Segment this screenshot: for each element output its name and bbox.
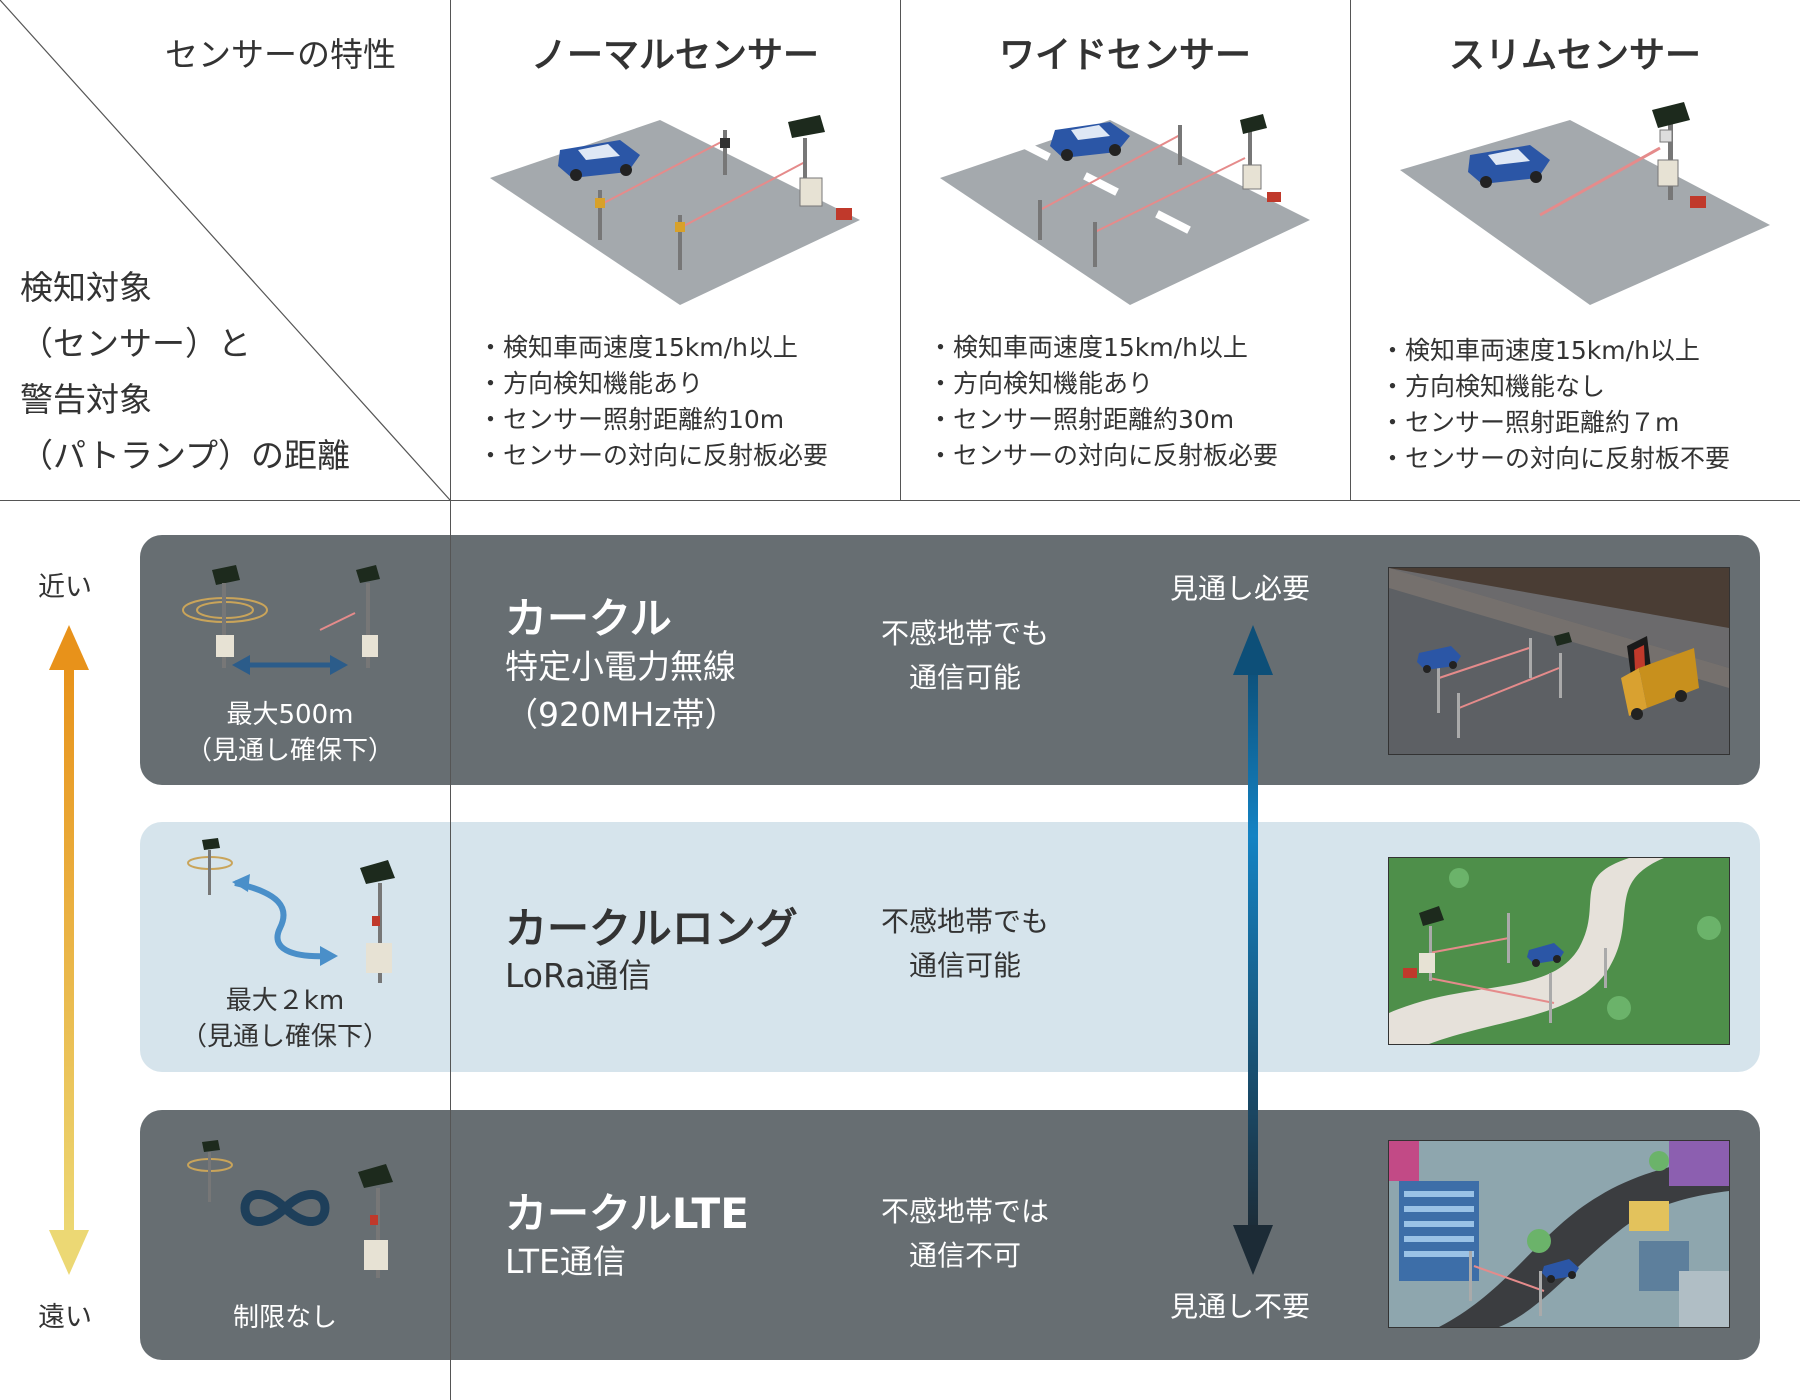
product-comm-carkuru-long: LoRa通信 xyxy=(505,952,651,1000)
sensor-title-normal: ノーマルセンサー xyxy=(530,35,819,76)
sensor-title-wide: ワイドセンサー xyxy=(998,35,1251,76)
wide-sensor-illustration xyxy=(940,114,1310,305)
los-not-required-label: 見通し不要 xyxy=(1170,1290,1311,1323)
range-line: （見通し確保下） xyxy=(185,736,394,766)
near-label: 近い xyxy=(38,572,92,603)
corner-line: （センサー）と xyxy=(20,324,251,363)
carkuru-range: 最大500m （見通し確保下） xyxy=(170,697,410,769)
feature-item: ・方向検知機能あり xyxy=(478,369,704,398)
slim-sensor-illustration xyxy=(1400,102,1770,305)
feature-item: ・センサー照射距離約30m xyxy=(928,405,1235,434)
col-divider-2 xyxy=(900,0,901,500)
carkuru-lte-range-icon xyxy=(187,1140,393,1278)
far-label: 遠い xyxy=(38,1302,92,1333)
product-name-carkuru-lte: カークルLTE xyxy=(505,1189,749,1238)
corner-line: （パトランプ）の距離 xyxy=(20,436,350,475)
comm-line: LTE通信 xyxy=(505,1242,626,1281)
corner-header-distance: 検知対象 （センサー）と 警告対象 （パトランプ）の距離 xyxy=(20,260,350,484)
sensor-title-slim: スリムセンサー xyxy=(1448,35,1701,76)
truck-icon xyxy=(1621,648,1699,720)
header-divider xyxy=(0,500,1800,501)
scene-winding-road-park xyxy=(1388,857,1730,1045)
note-line: 通信可能 xyxy=(908,949,1021,982)
comm-line: （920MHz帯） xyxy=(505,695,738,734)
col-divider-3 xyxy=(1350,0,1351,500)
wide-sensor-features: ・検知車両速度15km/h以上 ・方向検知機能あり ・センサー照射距離約30m … xyxy=(928,330,1278,474)
normal-sensor-features: ・検知車両速度15km/h以上 ・方向検知機能あり ・センサー照射距離約10m … xyxy=(478,330,828,474)
range-line: （見通し確保下） xyxy=(180,1022,389,1052)
note-line: 通信不可 xyxy=(908,1239,1021,1272)
car-icon xyxy=(1050,122,1130,161)
corner-diagonal xyxy=(0,0,451,501)
note-line: 不感地帯でも xyxy=(880,617,1049,650)
range-line: 制限なし xyxy=(232,1303,337,1333)
feature-item: ・検知車両速度15km/h以上 xyxy=(478,333,798,362)
scene-city-road xyxy=(1388,1140,1730,1328)
comm-line: LoRa通信 xyxy=(505,956,652,995)
carkuru-long-range-icon xyxy=(187,838,395,983)
range-line: 最大２km xyxy=(225,986,345,1016)
car-icon xyxy=(558,140,640,181)
note-carkuru-lte: 不感地帯では 通信不可 xyxy=(855,1190,1075,1278)
band-col-divider xyxy=(450,535,451,1367)
infinity-icon xyxy=(240,1190,330,1226)
note-line: 不感地帯では xyxy=(880,1195,1049,1228)
feature-item: ・センサー照射距離約10m xyxy=(478,405,785,434)
feature-item: ・検知車両速度15km/h以上 xyxy=(1380,336,1700,365)
note-line: 通信可能 xyxy=(908,661,1021,694)
car-icon xyxy=(1468,145,1550,188)
slim-sensor-features: ・検知車両速度15km/h以上 ・方向検知機能なし ・センサー照射距離約７m ・… xyxy=(1380,333,1730,477)
feature-item: ・方向検知機能あり xyxy=(928,369,1154,398)
distance-arrow-icon xyxy=(49,625,89,1275)
carkuru-range-icon xyxy=(182,565,380,675)
carkuru-long-range: 最大２km （見通し確保下） xyxy=(165,983,405,1055)
note-line: 不感地帯でも xyxy=(880,905,1049,938)
car-icon xyxy=(1527,943,1564,967)
product-comm-carkuru: 特定小電力無線 （920MHz帯） xyxy=(505,643,738,739)
carkuru-lte-range: 制限なし xyxy=(165,1300,405,1336)
feature-item: ・センサーの対向に反射板不要 xyxy=(1380,444,1731,473)
feature-item: ・方向検知機能なし xyxy=(1380,372,1606,401)
range-line: 最大500m xyxy=(226,700,354,730)
feature-item: ・センサーの対向に反射板必要 xyxy=(928,441,1279,470)
feature-item: ・センサーの対向に反射板必要 xyxy=(478,441,829,470)
comm-line: 特定小電力無線 xyxy=(505,647,736,686)
note-carkuru-long: 不感地帯でも 通信可能 xyxy=(855,900,1075,988)
normal-sensor-illustration xyxy=(490,115,860,305)
product-comm-carkuru-lte: LTE通信 xyxy=(505,1238,626,1286)
los-required-label: 見通し必要 xyxy=(1170,572,1311,605)
scene-wall-truck xyxy=(1388,567,1730,755)
corner-line: 警告対象 xyxy=(20,380,152,419)
product-name-carkuru-long: カークルロング xyxy=(505,904,798,953)
corner-line: 検知対象 xyxy=(20,268,152,307)
car-icon xyxy=(1542,1259,1579,1283)
product-name-carkuru: カークル xyxy=(505,594,672,643)
feature-item: ・検知車両速度15km/h以上 xyxy=(928,333,1248,362)
note-carkuru: 不感地帯でも 通信可能 xyxy=(855,612,1075,700)
line-of-sight-arrow-icon xyxy=(1233,625,1273,1275)
car-icon xyxy=(1417,646,1461,673)
corner-header-sensor-characteristics: センサーの特性 xyxy=(165,35,396,74)
feature-item: ・センサー照射距離約７m xyxy=(1380,408,1680,437)
